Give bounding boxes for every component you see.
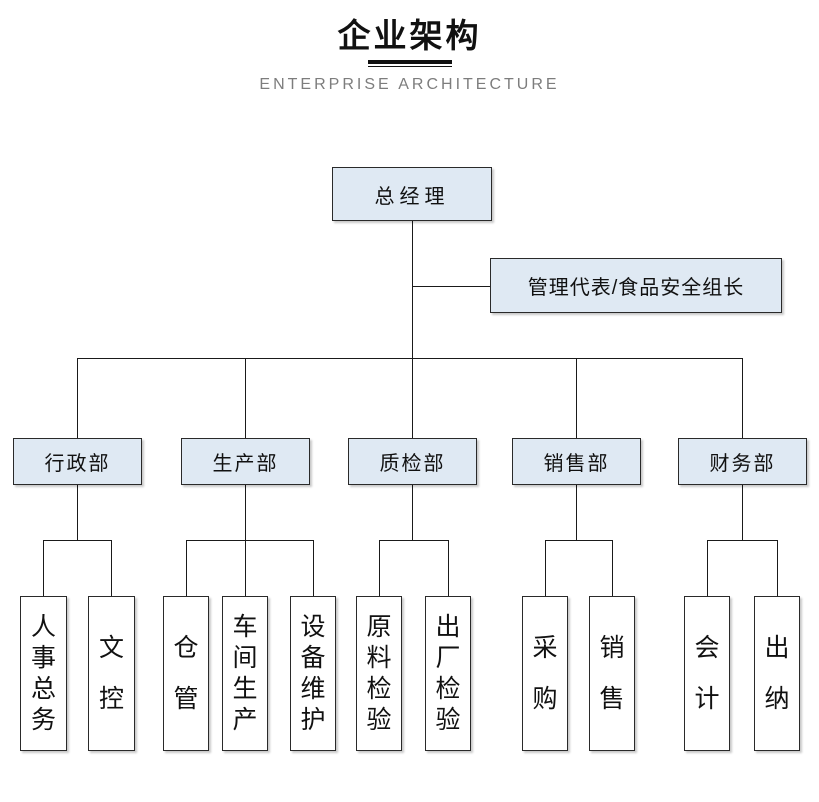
node-dept-finance: 财务部 [678,438,807,485]
connector-dept-stem [77,485,78,540]
node-label: 销售部 [543,453,610,475]
node-label: 文控 [98,633,124,713]
connector-drop-dept [412,358,413,438]
node-label: 销售 [599,633,625,713]
connector-staff-branch [412,286,490,287]
node-label: 人事总务 [30,612,56,734]
connector-dept-stem [742,485,743,540]
connector-drop-child [43,540,44,597]
node-label: 设备维护 [300,612,326,734]
connector-drop-child [186,540,187,597]
chart-header: 企业架构 ENTERPRISE ARCHITECTURE [0,17,819,94]
node-label: 仓管 [173,633,199,713]
node-dept-sales: 销售部 [512,438,641,485]
node-dept-admin: 行政部 [13,438,142,485]
connector-drop-child [612,540,613,597]
node-label: 生产部 [212,453,279,475]
node-label: 管理代表/食品安全组长 [527,277,745,299]
connector-drop-dept [742,358,743,438]
connector-drop-dept [77,358,78,438]
node-sales: 销售 [589,596,635,751]
connector-bus-sales [545,540,613,541]
node-workshop-production: 车间生产 [222,596,268,751]
connector-bus-admin [43,540,112,541]
node-dept-production: 生产部 [181,438,310,485]
title-underline [367,60,452,68]
connector-drop-child [545,540,546,597]
page-title: 企业架构 [337,17,482,54]
node-label: 质检部 [379,453,446,475]
connector-drop-child [379,540,380,597]
node-label: 总经理 [374,185,450,208]
node-label: 财务部 [709,453,776,475]
connector-drop-dept [576,358,577,438]
node-label: 车间生产 [232,612,258,734]
node-dept-qc: 质检部 [348,438,477,485]
node-outgoing-inspection: 出厂检验 [425,596,471,751]
node-label: 原料检验 [366,612,392,734]
node-general-manager: 总经理 [332,167,492,221]
node-raw-material-inspection: 原料检验 [356,596,402,751]
connector-bus-production [186,540,314,541]
node-label: 出厂检验 [435,612,461,734]
connector-dept-stem [245,485,246,540]
node-label: 采购 [532,633,558,713]
node-label: 行政部 [44,453,111,475]
node-label: 出纳 [764,633,790,713]
connector-drop-child [313,540,314,597]
connector-drop-child [111,540,112,597]
node-accounting: 会计 [684,596,730,751]
node-cashier: 出纳 [754,596,800,751]
connector-root-stem [412,221,413,358]
node-warehouse: 仓管 [163,596,209,751]
node-label: 会计 [694,633,720,713]
node-document-control: 文控 [88,596,135,751]
connector-dept-stem [412,485,413,540]
connector-bus-finance [707,540,778,541]
connector-drop-child [777,540,778,597]
node-purchasing: 采购 [522,596,568,751]
connector-drop-dept [245,358,246,438]
node-hr-general-affairs: 人事总务 [20,596,67,751]
node-management-representative: 管理代表/食品安全组长 [490,258,782,313]
node-equipment-maintenance: 设备维护 [290,596,336,751]
connector-bus-departments [77,358,743,359]
connector-drop-child [707,540,708,597]
page-subtitle: ENTERPRISE ARCHITECTURE [259,76,560,94]
connector-drop-child [245,540,246,597]
connector-dept-stem [576,485,577,540]
connector-bus-qc [379,540,449,541]
connector-drop-child [448,540,449,597]
